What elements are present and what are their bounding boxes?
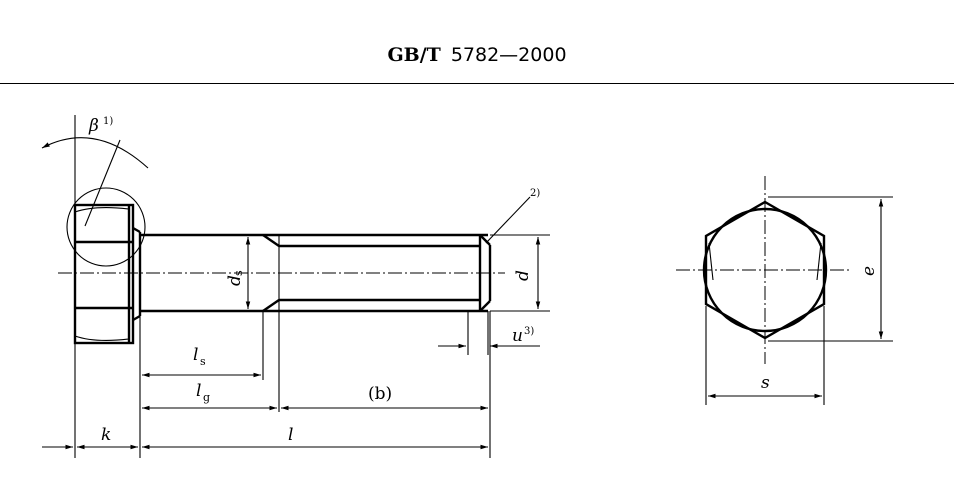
thread-len-label: (b) [368,384,392,404]
standard-code: GB/T [387,44,441,66]
across-flats-dimension: s [705,306,825,405]
bolt-shank [140,233,492,313]
bolt-head [73,203,142,345]
header-divider [0,83,954,84]
standard-number: 5782—2000 [450,44,567,66]
across-corners-dimension: e [768,196,893,342]
incomplete-thread-label: u [512,326,523,346]
grip-length-dimension: l g [142,381,277,411]
head-height-label: k [101,425,111,445]
across-corners-label: e [859,266,879,276]
shank-len-sub: s [200,355,206,368]
thread-dia-label: d [513,270,533,281]
end-view: e s [676,176,893,405]
incomplete-thread-note: 3) [524,326,534,337]
thread-diameter-dimension: d [490,234,550,312]
side-view: β 1) 2) d s d [41,115,550,458]
nominal-len-label: l [288,425,293,445]
grip-len-label: l [196,381,201,401]
standard-header: GB/T 5782—2000 [0,44,954,67]
shank-dia-label: d [225,275,245,286]
thread-length-dimension: (b) [281,384,488,411]
chamfer-note: 2) [530,188,540,199]
angle-note: 1) [103,116,113,127]
angle-label: β [88,116,99,136]
across-flats-label: s [761,373,770,393]
shank-len-label: l [193,345,198,365]
shank-dia-sub: s [232,270,245,276]
incomplete-thread-dimension: u 3) [438,311,540,355]
grip-len-sub: g [203,391,210,404]
shank-diameter-dimension: d s [225,237,251,309]
overall-length-dimensions: k l [42,425,488,450]
shank-length-dimension: l s [142,345,261,378]
head-angle-annotation: β 1) [41,115,149,267]
